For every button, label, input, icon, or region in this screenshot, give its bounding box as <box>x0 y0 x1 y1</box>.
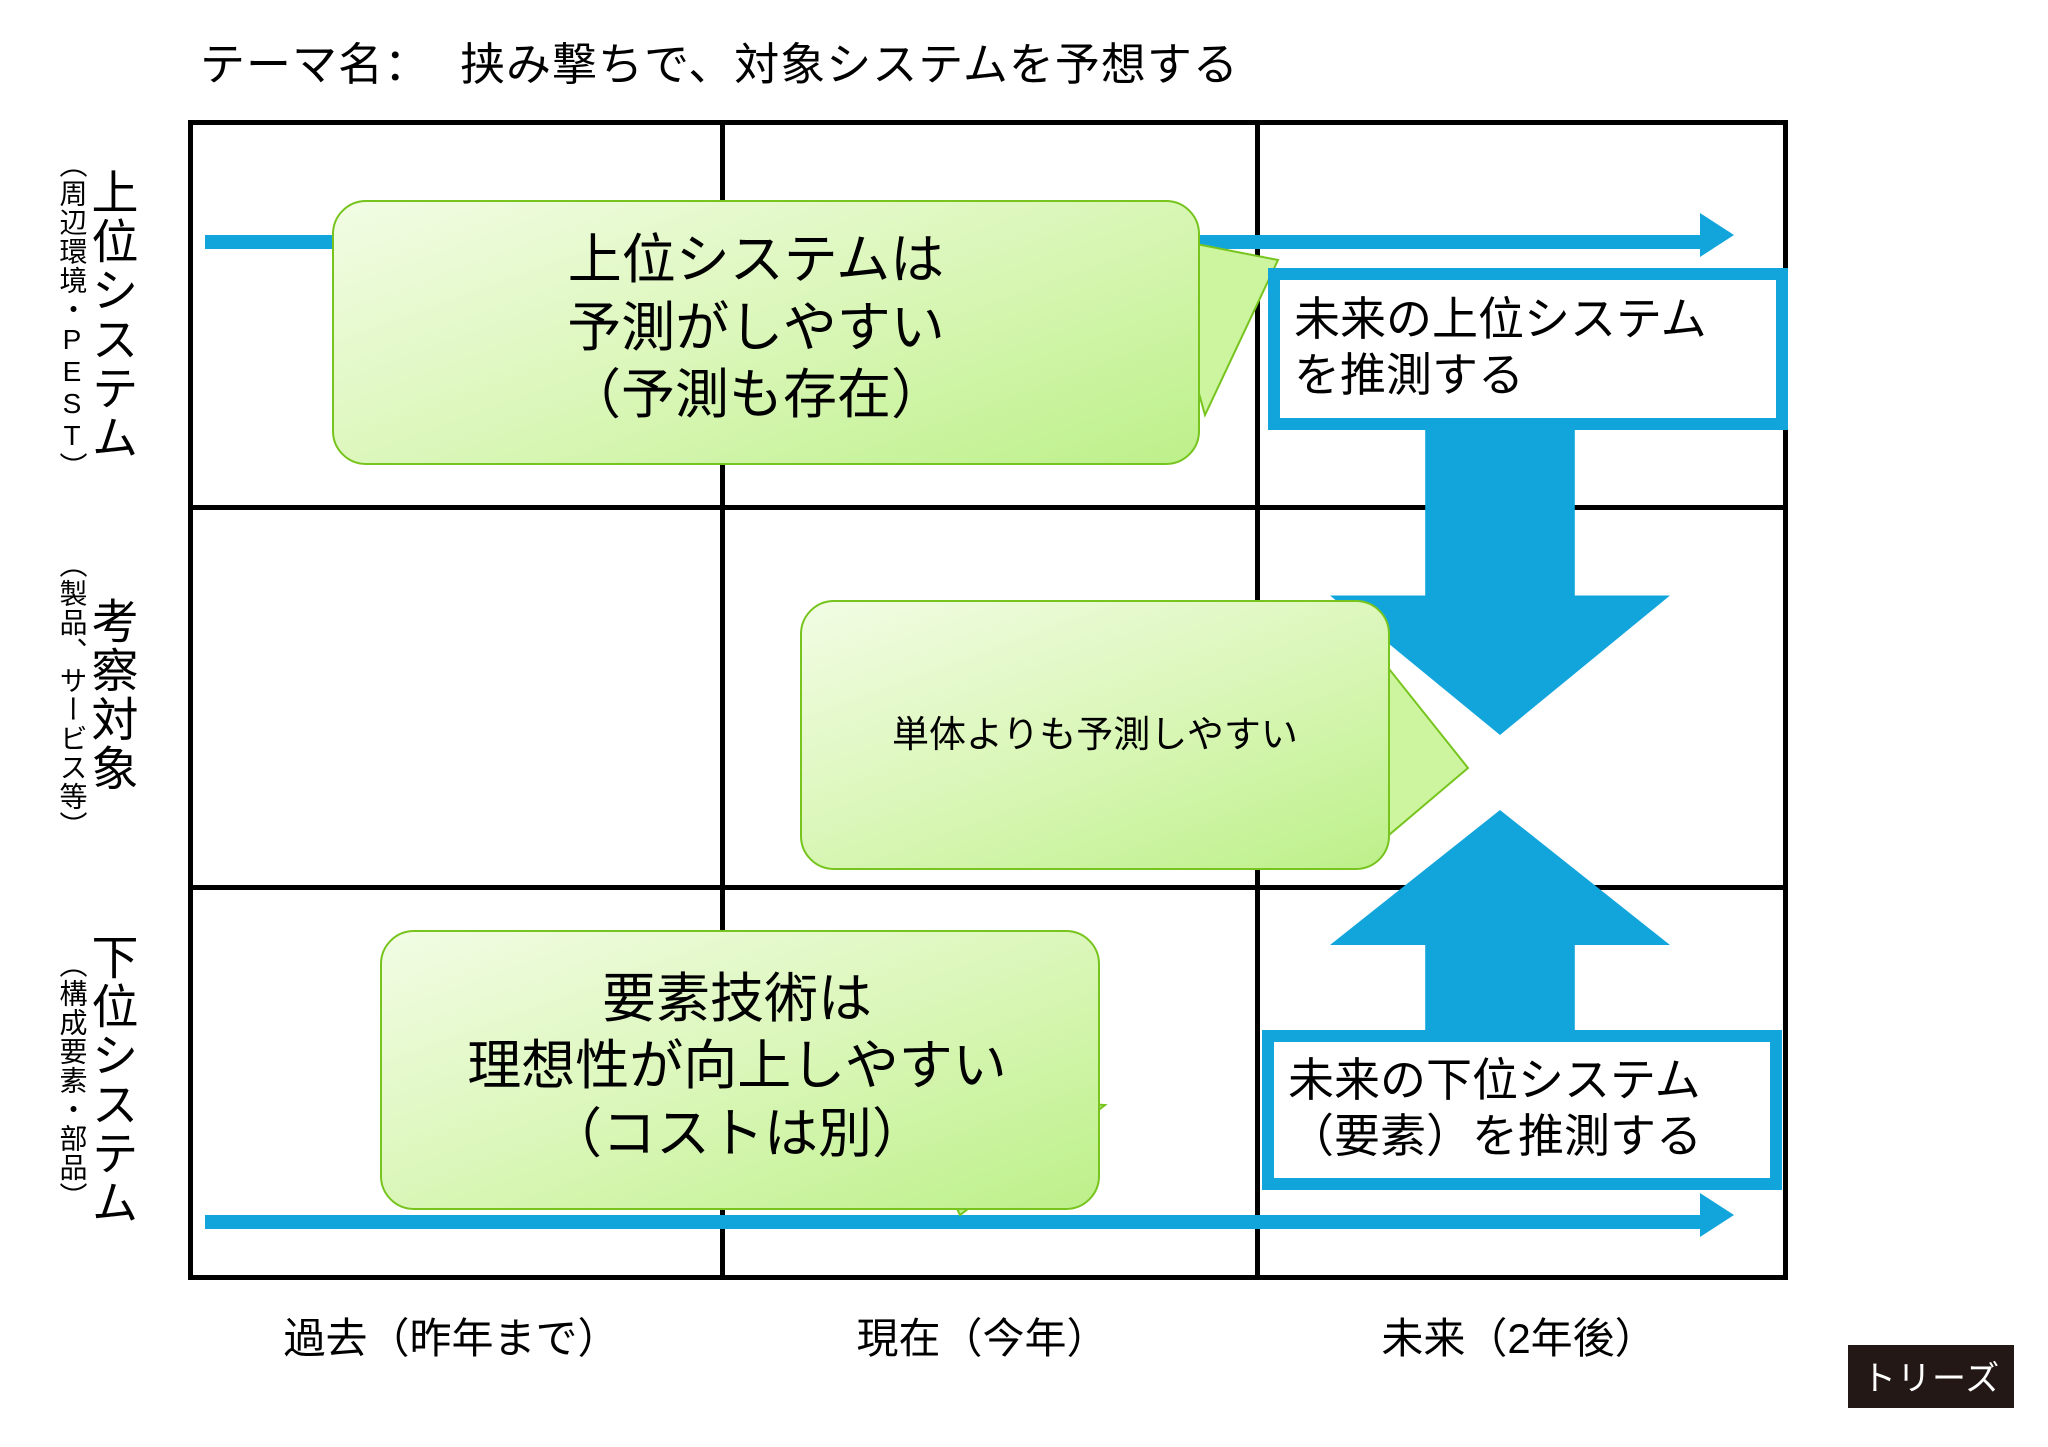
brand-badge: トリーズ <box>1848 1345 2015 1408</box>
callout-target-system-text: 単体よりも予測しやすい <box>892 713 1298 755</box>
row-label-upper-system-main: 上位システム <box>84 168 138 462</box>
timeline-arrow-lower-head-icon <box>1700 1193 1734 1237</box>
grid-vertical-divider-1 <box>720 125 725 1275</box>
callout-lower-system-text: 要素技術は 理想性が向上しやすい （コストは別） <box>467 968 1007 1164</box>
callout-upper-system: 上位システムは 予測がしやすい （予測も存在） <box>332 200 1200 465</box>
callout-lower-system: 要素技術は 理想性が向上しやすい （コストは別） <box>380 930 1100 1210</box>
blue-box-predict-lower-system: 未来の下位システム （要素）を推測する <box>1262 1030 1782 1190</box>
blue-box-predict-upper-system-text: 未来の上位システム を推測する <box>1294 292 1707 401</box>
theme-title: テーマ名： 挟み撃ちで、対象システムを予想する <box>200 28 1239 93</box>
grid-horizontal-divider-2 <box>193 885 1783 890</box>
row-label-target-system-sub: （製品、サービス等） <box>56 550 88 840</box>
column-label-future: 未来（2年後） <box>1381 1315 1657 1362</box>
blue-box-predict-lower-system-text: 未来の下位システム （要素）を推測する <box>1288 1053 1702 1162</box>
row-label-lower-system-main: 下位システム <box>84 933 138 1227</box>
blue-box-predict-upper-system: 未来の上位システム を推測する <box>1268 268 1788 430</box>
timeline-arrow-lower-shaft <box>205 1215 1710 1229</box>
row-label-upper-system: 上位システム （周辺環境・PEST） <box>10 130 182 500</box>
row-label-target-system: 考察対象 （製品、サービス等） <box>10 510 182 880</box>
column-label-present: 現在（今年） <box>856 1315 1109 1362</box>
grid-horizontal-divider-1 <box>193 505 1783 510</box>
callout-target-system: 単体よりも予測しやすい <box>800 600 1390 870</box>
theme-title-label: テーマ名： <box>200 39 431 90</box>
row-label-target-system-main: 考察対象 <box>84 597 138 793</box>
row-label-lower-system-sub: （構成要素・部品） <box>56 949 88 1211</box>
timeline-arrow-upper-head-icon <box>1700 213 1734 257</box>
callout-upper-system-text: 上位システムは 予測がしやすい （予測も存在） <box>567 230 945 426</box>
row-label-upper-system-sub: （周辺環境・PEST） <box>56 149 88 481</box>
row-label-lower-system: 下位システム （構成要素・部品） <box>10 890 182 1270</box>
theme-title-value: 挟み撃ちで、対象システムを予想する <box>460 39 1239 90</box>
column-label-past: 過去（昨年まで） <box>283 1315 620 1362</box>
